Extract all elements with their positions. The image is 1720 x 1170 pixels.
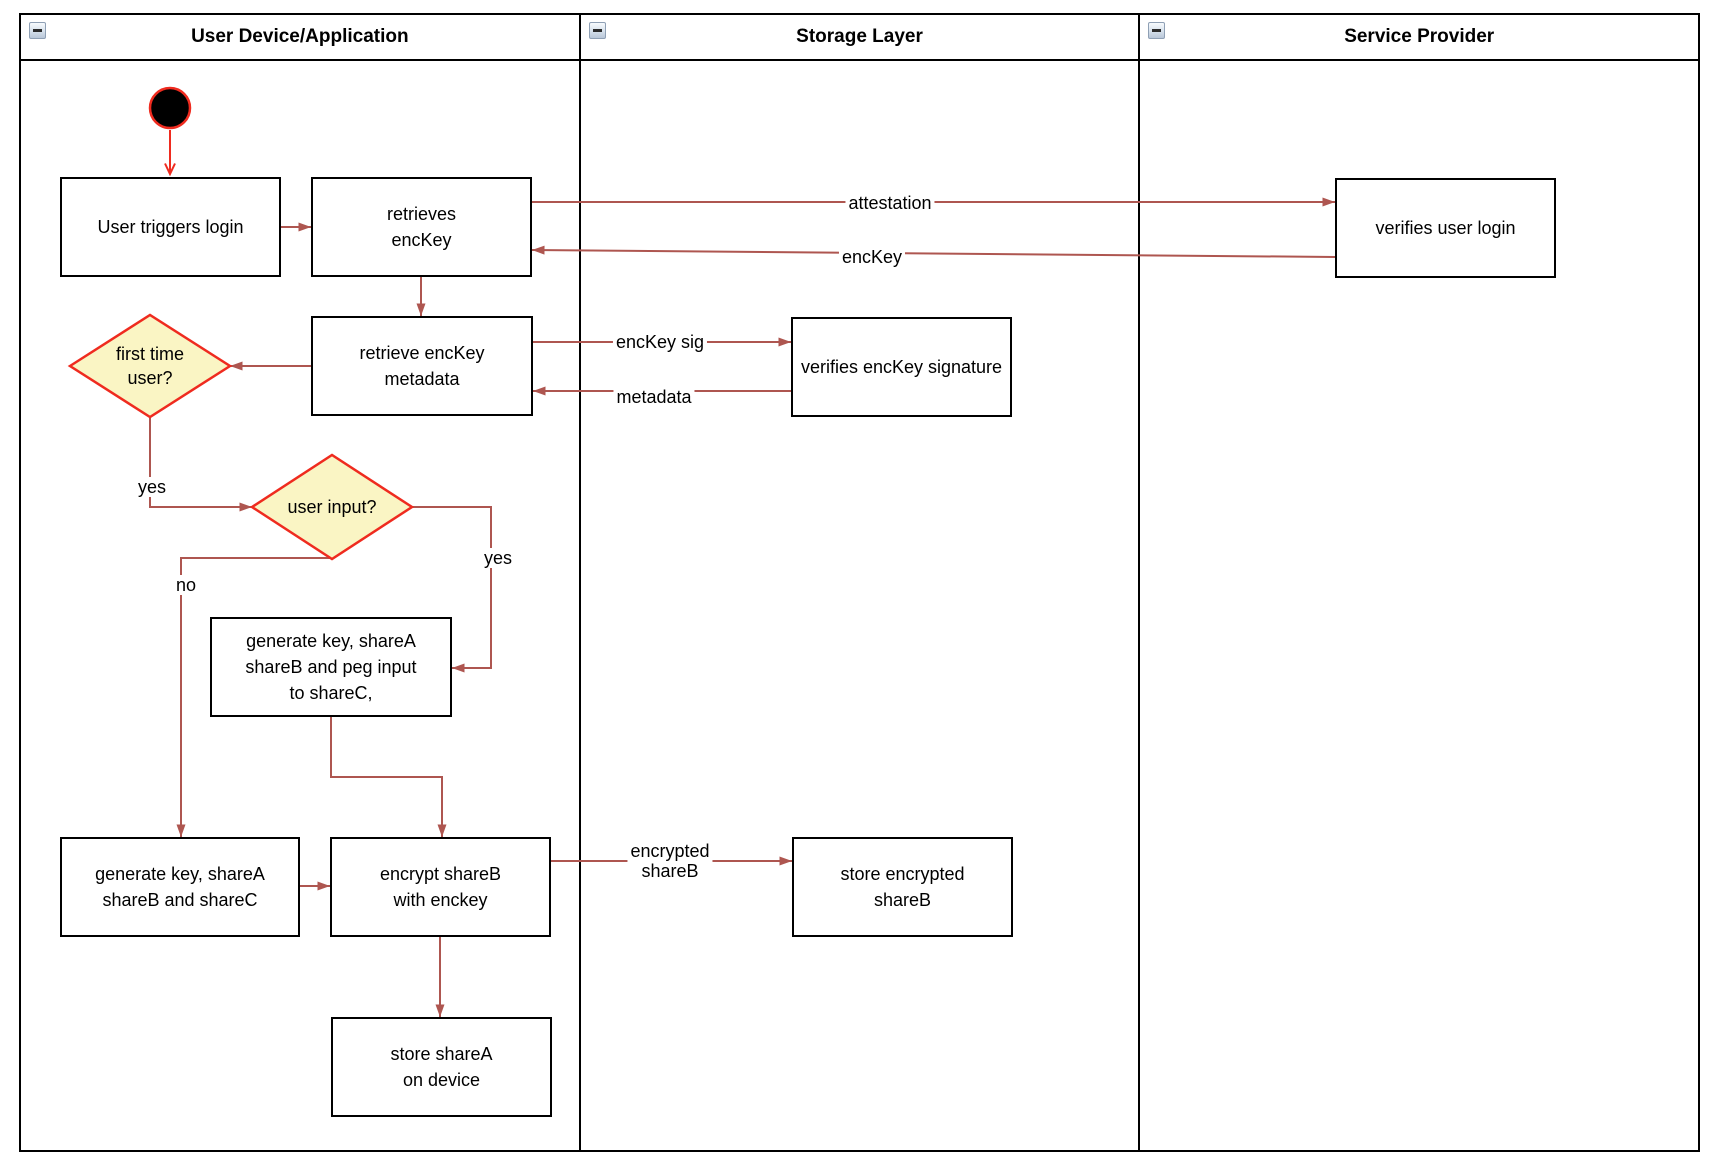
lane-header-service-provider[interactable]: Service Provider — [1140, 15, 1699, 61]
edge-peg-to-encrypt — [330, 717, 447, 837]
lane-header-user-device[interactable]: User Device/Application — [21, 15, 579, 61]
lane-service-provider: Service Provider — [1138, 15, 1699, 1150]
collapse-lane-icon[interactable] — [588, 22, 606, 39]
edge-userinput-yes — [412, 506, 492, 673]
node-generate-key-peg-input[interactable]: generate key, shareA shareB and peg inpu… — [210, 617, 452, 717]
edge-firsttime-yes — [149, 417, 252, 512]
lane-title: Service Provider — [1344, 26, 1495, 47]
decision-first-time-user[interactable] — [67, 313, 233, 419]
start-state-node[interactable] — [148, 86, 192, 130]
node-label: encrypt shareB with enckey — [379, 864, 502, 910]
edge-label-attestation: attestation — [845, 193, 935, 213]
decision-first-time-user-label: first time user? — [80, 326, 220, 406]
node-verifies-enckey-signature[interactable]: verifies encKey signature — [791, 317, 1012, 417]
node-store-encrypted-shareb[interactable]: store encrypted shareB — [792, 837, 1013, 937]
node-retrieves-enckey[interactable]: retrieves encKey — [311, 177, 532, 277]
minus-glyph — [33, 29, 42, 32]
edge-enckey-return — [531, 245, 1336, 258]
node-label: verifies encKey signature — [800, 357, 1003, 377]
collapse-lane-icon[interactable] — [1148, 22, 1166, 39]
node-store-sharea[interactable]: store shareA on device — [331, 1017, 552, 1117]
node-generate-key-sharec[interactable]: generate key, shareA shareB and shareC — [60, 837, 300, 937]
node-label: store encrypted shareB — [840, 864, 965, 910]
node-label: retrieve encKey metadata — [359, 343, 485, 389]
lane-storage-layer: Storage Layer — [578, 15, 1139, 1150]
edge-label-encrypted-shareb: encrypted shareB — [627, 841, 713, 881]
lane-header-storage-layer[interactable]: Storage Layer — [580, 15, 1139, 61]
swimlane-pool: User Device/Application Storage Layer Se… — [19, 13, 1700, 1152]
decision-text: user input? — [287, 497, 377, 517]
node-encrypt-shareb[interactable]: encrypt shareB with enckey — [330, 837, 551, 937]
node-verifies-user-login[interactable]: verifies user login — [1335, 178, 1556, 278]
decision-user-input[interactable] — [249, 453, 415, 561]
edge-label-enckey-sig: encKey sig — [612, 332, 708, 352]
node-retrieve-enckey-metadata[interactable]: retrieve encKey metadata — [311, 316, 533, 416]
edge-label-no-user-input: no — [172, 575, 200, 595]
edge-userinput-no — [176, 557, 332, 837]
lane-title: Storage Layer — [796, 26, 923, 47]
collapse-lane-icon[interactable] — [29, 22, 46, 39]
minus-glyph — [592, 29, 602, 32]
edge-label-yes-user-input: yes — [480, 548, 516, 568]
node-label: verifies user login — [1375, 218, 1516, 238]
node-label: retrieves encKey — [386, 204, 457, 250]
edge-label-yes-first-time: yes — [134, 477, 170, 497]
node-label: generate key, shareA shareB and shareC — [95, 864, 265, 910]
decision-user-input-label: user input? — [252, 467, 412, 547]
decision-text: first time user? — [115, 344, 184, 388]
minus-glyph — [1152, 29, 1162, 32]
lane-user-device: User Device/Application — [21, 15, 579, 1150]
lane-title: User Device/Application — [191, 26, 409, 47]
node-user-triggers-login[interactable]: User triggers login — [60, 177, 281, 277]
node-label: User triggers login — [97, 217, 244, 237]
edge-label-enckey: encKey — [838, 247, 906, 267]
node-label: generate key, shareA shareB and peg inpu… — [245, 631, 417, 703]
edge-label-metadata: metadata — [613, 387, 695, 407]
node-label: store shareA on device — [390, 1044, 493, 1090]
